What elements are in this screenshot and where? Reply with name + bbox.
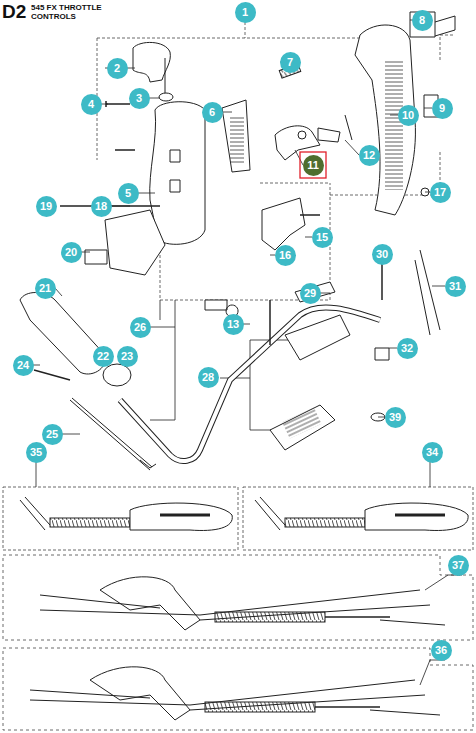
callout-number: 12 xyxy=(359,145,380,166)
callout-number: 8 xyxy=(412,10,433,31)
callout-number: 36 xyxy=(431,640,452,661)
callout-number: 25 xyxy=(42,424,63,445)
callout-number: 26 xyxy=(130,317,151,338)
callout-number: 10 xyxy=(398,105,419,126)
callout-number: 11 xyxy=(303,155,324,176)
callout-number: 39 xyxy=(385,407,406,428)
callout-number: 20 xyxy=(61,242,82,263)
callout-number: 37 xyxy=(448,555,469,576)
callout-number: 15 xyxy=(312,227,333,248)
callout-number: 17 xyxy=(430,182,451,203)
callout-number: 35 xyxy=(26,442,47,463)
title: 545 FX THROTTLE CONTROLS xyxy=(31,3,123,21)
callout-number: 18 xyxy=(91,196,112,217)
callout-number: 6 xyxy=(202,102,223,123)
callout-number: 13 xyxy=(223,314,244,335)
callout-number: 21 xyxy=(35,278,56,299)
callout-number: 22 xyxy=(93,346,114,367)
callout-number: 31 xyxy=(445,276,466,297)
callout-number: 1 xyxy=(235,2,256,23)
callout-number: 32 xyxy=(397,338,418,359)
callout-number: 9 xyxy=(432,98,453,119)
section-code: D2 xyxy=(2,2,26,22)
callout-number: 23 xyxy=(117,346,138,367)
callout-number: 2 xyxy=(107,58,128,79)
callout-number: 30 xyxy=(372,244,393,265)
callout-number: 19 xyxy=(36,196,57,217)
callout-number: 5 xyxy=(118,183,139,204)
callout-number: 7 xyxy=(280,52,301,73)
callout-number: 4 xyxy=(81,94,102,115)
callout-number: 28 xyxy=(198,367,219,388)
callout-number: 29 xyxy=(300,283,321,304)
callout-number: 34 xyxy=(422,442,443,463)
callout-number: 24 xyxy=(13,355,34,376)
callout-number: 16 xyxy=(275,245,296,266)
callout-number: 3 xyxy=(129,88,150,109)
